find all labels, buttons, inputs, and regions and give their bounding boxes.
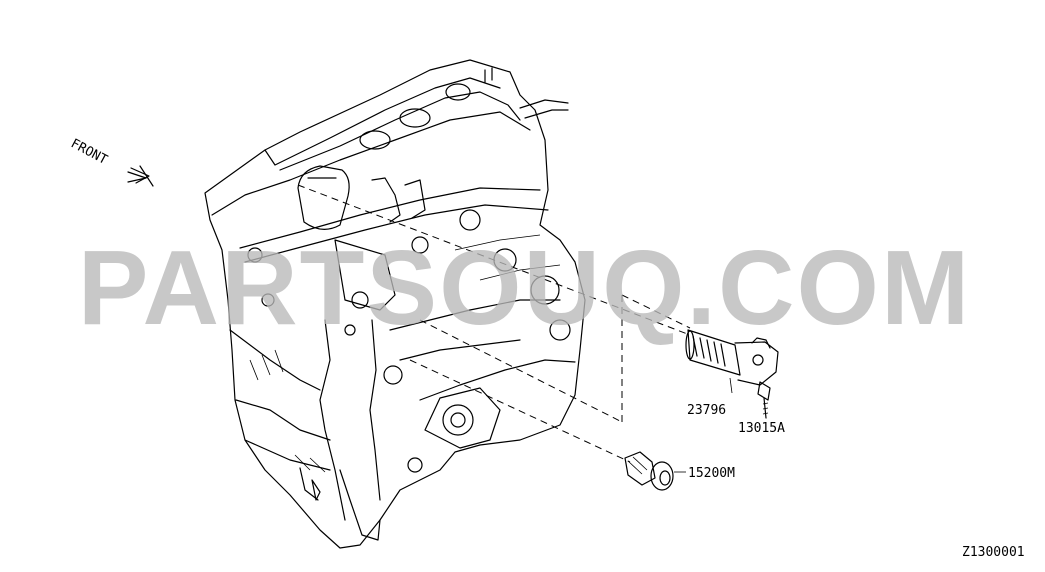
- part-label-15200m: 15200M: [688, 466, 735, 481]
- plug-strainer-part: [624, 451, 674, 491]
- figure-id: Z1300001: [962, 545, 1025, 560]
- bolt-part: [757, 381, 771, 419]
- front-label: FRONT: [68, 136, 110, 168]
- solenoid-valve-part: [685, 329, 779, 394]
- front-arrow-icon: [127, 165, 154, 187]
- watermark: PARTSOUQ.COM: [77, 229, 972, 347]
- leader-line-23796-b: [621, 294, 691, 329]
- leader-line-15200m: [409, 359, 631, 463]
- part-label-13015a: 13015A: [738, 421, 785, 436]
- engine-block: [204, 59, 586, 549]
- leader-line-23796: [297, 184, 691, 336]
- part-label-23796: 23796: [687, 403, 726, 418]
